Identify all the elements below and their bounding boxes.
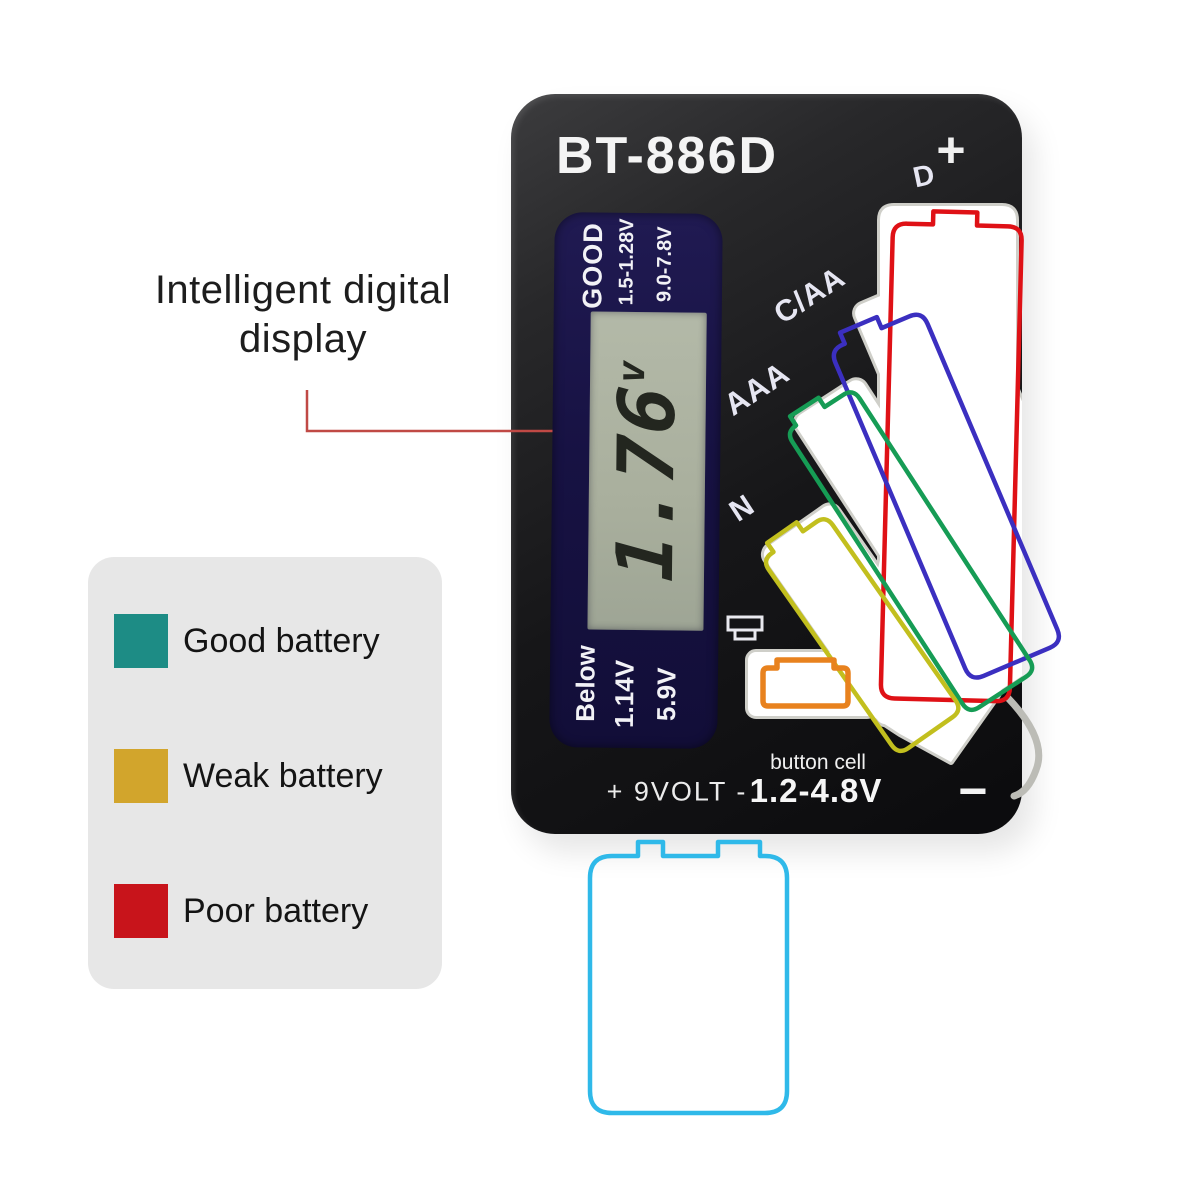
n-cell-outline	[763, 517, 961, 754]
aaa-cell-outline	[787, 390, 1035, 713]
annotation-text: Intelligent digital display	[154, 268, 452, 361]
legend-label: Weak battery	[183, 756, 383, 795]
lcd-below-9v-range: 5.9V	[650, 667, 682, 722]
weak-battery-swatch	[114, 749, 168, 803]
button-cell-outline	[760, 657, 851, 709]
legend-label: Poor battery	[183, 891, 369, 930]
lcd-screen: 1.76v	[587, 311, 707, 631]
lcd-reading-unit: v	[609, 358, 654, 386]
lcd-9v-good-range: 9.0-7.8V	[653, 226, 677, 303]
legend-item-poor: Poor battery	[114, 884, 368, 938]
lcd-below-range: 1.14V	[608, 659, 640, 729]
d-cell-outline	[878, 209, 1024, 704]
lcd-good-range: 1.5-1.28V	[615, 218, 639, 306]
button-cell-label: button cell	[770, 751, 866, 774]
lcd-reading-value: 1.76	[600, 381, 693, 585]
good-battery-swatch	[114, 614, 168, 668]
callout-line	[305, 390, 560, 433]
button-cell-icon	[726, 615, 764, 641]
battery-bay-shape	[855, 264, 1022, 655]
spring-contact	[1004, 694, 1043, 800]
nine-v-outline	[587, 839, 790, 1116]
poor-battery-swatch	[114, 884, 168, 938]
legend-item-good: Good battery	[114, 614, 380, 668]
legend-item-weak: Weak battery	[114, 749, 383, 803]
legend-label: Good battery	[183, 621, 380, 660]
button-cell-range: 1.2-4.8V	[749, 772, 883, 809]
minus-terminal-label: −	[958, 763, 988, 819]
c-aa-cell-outline	[831, 312, 1062, 680]
lcd-below-label: Below	[569, 645, 601, 722]
legend-box: Good battery Weak battery Poor battery	[88, 557, 442, 989]
lcd-good-label: GOOD	[577, 222, 609, 309]
lcd-voltage-reading: 1.76v	[601, 358, 693, 584]
nine-volt-label: + 9VOLT -	[606, 776, 748, 807]
plus-terminal-label: +	[936, 122, 966, 178]
model-name: BT-886D	[556, 127, 779, 185]
lcd-panel: GOOD 1.5-1.28V 9.0-7.8V 1.76v Below 1.14…	[549, 212, 723, 749]
